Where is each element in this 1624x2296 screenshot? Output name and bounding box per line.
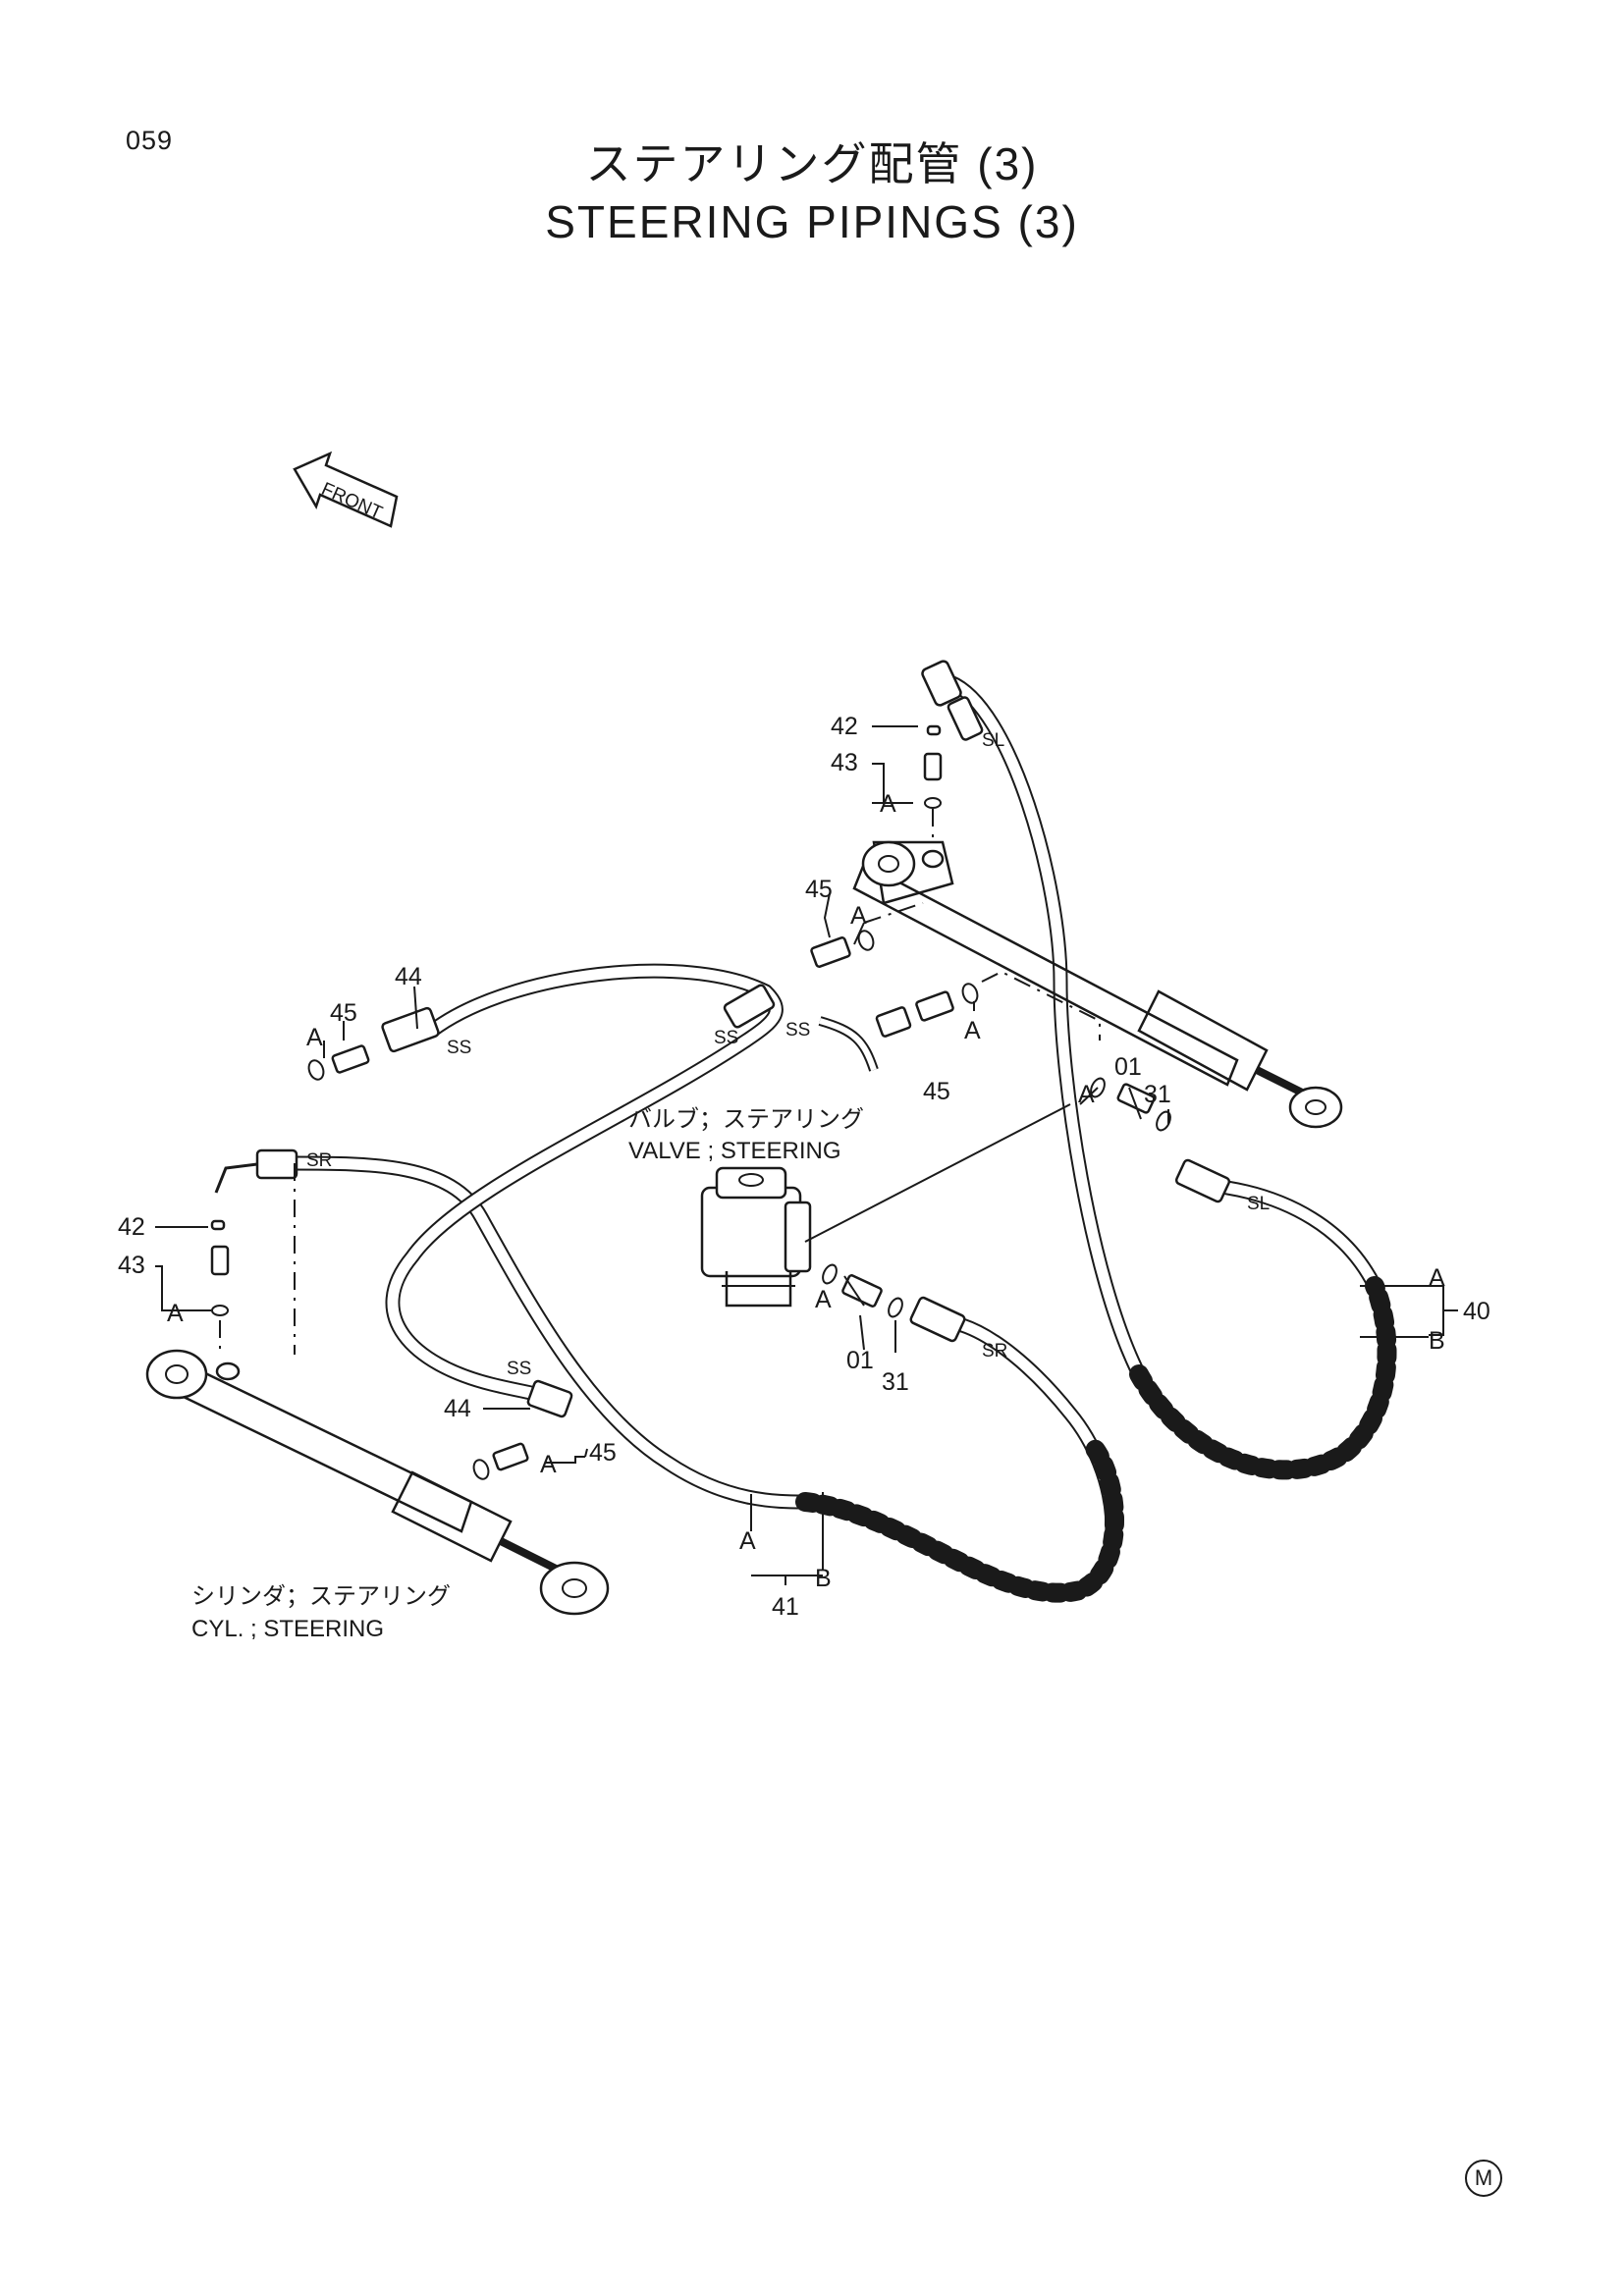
hose-44-left-fitting [381,1006,440,1053]
callout-31-lower: 31 [882,1368,909,1396]
adapter-45-upper [810,936,851,968]
left-cylinder-clevis [145,1349,208,1400]
callout-a-upper: A [850,902,867,930]
hose-41 [214,1148,1124,1603]
callout-43-left: 43 [118,1252,145,1279]
adapter-43-top [923,752,943,781]
marker-ss-left: SS [447,1038,471,1058]
marker-sl-top: SL [982,730,1004,751]
marker-sr-right: SR [982,1341,1007,1362]
title-english: STEERING PIPINGS (3) [545,196,1079,247]
hose-44-mid-fitting [723,984,776,1029]
callout-43-top: 43 [831,749,858,776]
valve-label-en: VALVE ; STEERING [628,1138,841,1164]
callout-a-left-stack: A [167,1300,184,1327]
left-steering-cylinder [145,1349,610,1616]
m-mark: M [1465,2160,1502,2197]
callout-lines [155,725,1458,1585]
left-cylinder-rod-eye [539,1561,610,1616]
callout-a-center: A [964,1017,981,1044]
right-steering-cylinder [852,840,1343,1129]
hose-41-right-fitting [909,1296,966,1343]
valve-label-jp: バルブ；ステアリング [628,1106,864,1133]
callout-numbers: 42 43 A 45 A A 45 44 45 A 42 43 A 44 A 4… [118,713,1490,1621]
adapter-01-lower [841,1274,883,1308]
hose-40-end-fitting [1174,1158,1231,1203]
hose-44-bottom-fitting [526,1379,573,1418]
callout-42-left: 42 [118,1213,145,1241]
marker-sr-left: SR [306,1150,332,1171]
right-cylinder-clevis [861,840,916,887]
marker-ss-bottom: SS [507,1359,531,1379]
callout-a-hose41: A [739,1527,756,1555]
cylinder-label-jp: シリンダ；ステアリング [191,1583,451,1610]
callout-42-top: 42 [831,713,858,740]
callout-41: 41 [772,1593,799,1621]
callout-b-hose41: B [815,1565,832,1592]
front-arrow-icon: FRONT [293,451,399,528]
adapter-45-left [331,1044,370,1074]
right-cylinder-rod-eye [1288,1086,1343,1129]
hose-44 [381,963,784,1418]
component-captions: バルブ；ステアリング VALVE ; STEERING シリンダ；ステアリング … [191,1106,864,1642]
hose-markers: SS SS SS SS SR SR SL SL [306,730,1270,1379]
marker-ss-elbow: SS [785,1020,810,1041]
callout-a-top: A [880,790,896,818]
leader-lines [219,809,1101,1355]
adapter-45-center [915,990,954,1022]
title-japanese: ステアリング配管 (3) [585,138,1039,189]
cylinder-label-en: CYL. ; STEERING [191,1616,384,1642]
callout-a-hose40: A [1429,1264,1445,1292]
callout-44-left: 44 [395,963,422,990]
callout-a-right: A [1078,1081,1095,1108]
hose-40-top-fitting [921,660,962,707]
page-number: 059 [126,126,174,155]
callout-b-hose40: B [1429,1327,1445,1355]
adapter-45-lower [492,1442,529,1471]
callout-01-right: 01 [1114,1053,1142,1081]
callout-a-valve: A [815,1286,832,1313]
elbow-ss-center [875,1006,912,1038]
callout-a-left: A [306,1024,323,1051]
callout-45-center: 45 [923,1078,950,1105]
marker-ss-center: SS [714,1028,738,1048]
callout-31-right: 31 [1144,1081,1171,1108]
callout-45-upper: 45 [805,876,833,903]
callout-44-bottom: 44 [444,1395,471,1422]
callout-45-left: 45 [330,999,357,1027]
callout-01-lower: 01 [846,1347,874,1374]
callout-a-lower: A [540,1451,557,1478]
hose-41-left-fitting [255,1148,298,1180]
callout-40: 40 [1463,1298,1490,1325]
steering-valve [700,1166,812,1308]
callout-45-lower: 45 [589,1439,617,1467]
front-label: FRONT [318,479,386,524]
adapter-43-left [210,1245,230,1276]
marker-sl-right: SL [1247,1194,1270,1214]
adapter-01-right [1116,1083,1156,1114]
page-title: ステアリング配管 (3) STEERING PIPINGS (3) [0,135,1624,251]
